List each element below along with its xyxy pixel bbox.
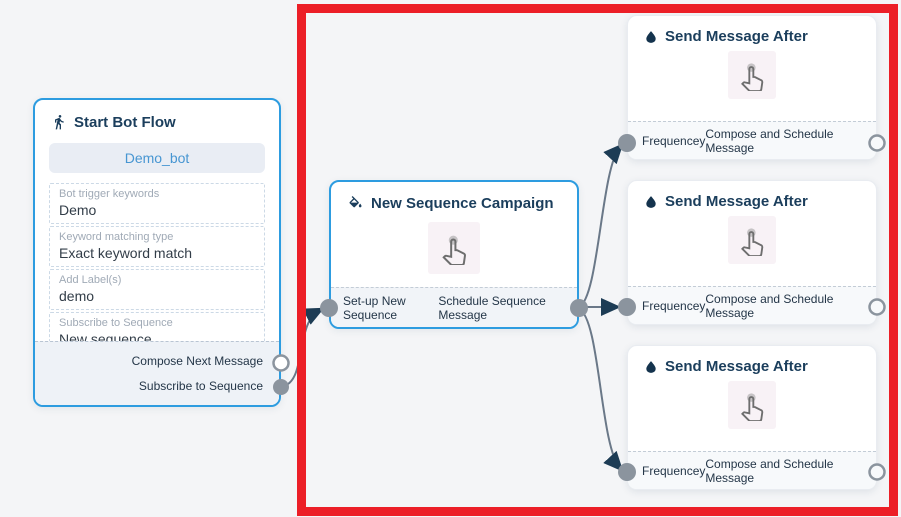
field-keyword-matching-type[interactable]: Keyword matching type Exact keyword matc… <box>49 226 265 267</box>
node-title-label: Send Message After <box>665 193 808 210</box>
port-frequencey[interactable]: Frequencey <box>642 463 706 478</box>
node-output-footer: Compose Next Message Subscribe to Sequen… <box>35 341 279 405</box>
node-port-footer: Frequencey Compose and Schedule Message <box>628 286 876 324</box>
node-title: Send Message After <box>628 181 876 216</box>
node-title: New Sequence Campaign <box>331 182 577 220</box>
water-drop-icon <box>646 195 656 208</box>
node-start-bot-flow[interactable]: Start Bot Flow Demo_bot Bot trigger keyw… <box>33 98 281 407</box>
node-send-message-after-1[interactable]: Send Message After Frequencey Compose an… <box>627 15 877 160</box>
field-list: Bot trigger keywords Demo Keyword matchi… <box>49 183 265 353</box>
paint-bucket-icon <box>349 195 362 207</box>
tap-hand-icon <box>741 63 764 91</box>
node-title-label: Send Message After <box>665 28 808 45</box>
node-send-message-after-3[interactable]: Send Message After Frequencey Compose an… <box>627 345 877 490</box>
node-new-sequence-campaign[interactable]: New Sequence Campaign Set-up New Sequenc… <box>329 180 579 329</box>
walking-person-icon <box>55 115 64 130</box>
node-body-click-area[interactable] <box>728 381 776 429</box>
port-setup-new-sequence[interactable]: Set-up New Sequence <box>343 293 406 322</box>
node-title: Send Message After <box>628 16 876 51</box>
port-frequencey[interactable]: Frequencey <box>642 133 706 148</box>
node-body-click-area[interactable] <box>728 216 776 264</box>
water-drop-icon <box>646 30 656 43</box>
output-subscribe-to-sequence[interactable]: Subscribe to Sequence <box>138 379 263 393</box>
output-compose-next-message[interactable]: Compose Next Message <box>131 354 263 368</box>
bot-name-button[interactable]: Demo_bot <box>49 143 265 173</box>
edge-schedule-to-send-1[interactable] <box>578 143 624 308</box>
node-port-footer: Set-up New Sequence Schedule Sequence Me… <box>331 287 577 327</box>
port-compose-and-schedule-message[interactable]: Compose and Schedule Message <box>705 456 834 485</box>
tap-hand-icon <box>741 228 764 256</box>
node-title: Send Message After <box>628 346 876 381</box>
node-title: Start Bot Flow <box>35 100 279 139</box>
node-title-label: Start Bot Flow <box>74 113 176 131</box>
edge-subscribe-to-setup[interactable] <box>280 307 325 388</box>
port-frequencey[interactable]: Frequencey <box>642 298 706 313</box>
node-send-message-after-2[interactable]: Send Message After Frequencey Compose an… <box>627 180 877 325</box>
field-bot-trigger-keywords[interactable]: Bot trigger keywords Demo <box>49 183 265 224</box>
water-drop-icon <box>646 360 656 373</box>
node-port-footer: Frequencey Compose and Schedule Message <box>628 451 876 489</box>
node-port-footer: Frequencey Compose and Schedule Message <box>628 121 876 159</box>
edge-schedule-to-send-3[interactable] <box>578 308 624 472</box>
port-schedule-sequence-message[interactable]: Schedule Sequence Message <box>438 293 546 322</box>
node-title-label: New Sequence Campaign <box>371 195 554 212</box>
node-body-click-area[interactable] <box>728 51 776 99</box>
port-compose-and-schedule-message[interactable]: Compose and Schedule Message <box>705 126 834 155</box>
node-title-label: Send Message After <box>665 358 808 375</box>
tap-hand-icon <box>741 393 764 421</box>
port-compose-and-schedule-message[interactable]: Compose and Schedule Message <box>705 291 834 320</box>
field-add-labels[interactable]: Add Label(s) demo <box>49 269 265 310</box>
tap-hand-icon <box>442 235 466 265</box>
node-body-click-area[interactable] <box>428 222 480 274</box>
